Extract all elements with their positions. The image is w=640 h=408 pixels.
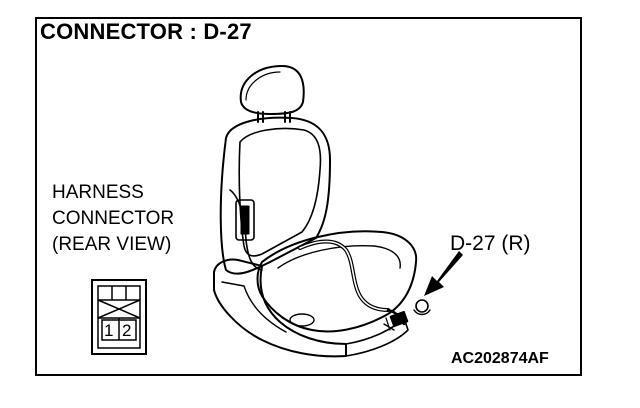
seat-illustration [213,65,431,358]
connector-rear-view-icon [91,279,147,355]
pointer-arrow-icon [424,251,463,296]
harness-label-line-3: (REAR VIEW) [52,234,172,255]
harness-label-line-2: CONNECTOR [52,208,175,229]
connector-title: CONNECTOR : D-27 [40,19,252,44]
harness-connector-label: HARNESS CONNECTOR (REAR VIEW) [52,180,174,258]
diagram-frame [35,17,582,376]
figure-id: AC202874AF [451,350,549,367]
connector-pin-1: 1 [104,321,113,340]
connector-callout-label: D-27 (R) [450,232,531,255]
connector-pin-2: 2 [122,321,131,340]
harness-label-line-1: HARNESS [52,182,144,203]
